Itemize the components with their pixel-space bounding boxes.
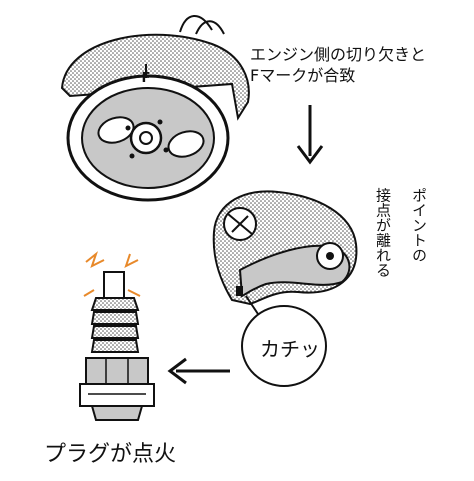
contact-point-caption: ポイントの 接点が離れる: [374, 178, 446, 278]
click-speech-bubble: [241, 295, 327, 387]
arrow-left-icon: [167, 357, 230, 385]
flywheel-caption: エンジン側の切り欠きと Fマークが合致: [250, 45, 427, 85]
contact-point-caption-line2: 接点が離れる: [374, 187, 392, 278]
contact-point-illustration: [212, 190, 358, 306]
flywheel-f-mark: F: [142, 71, 151, 86]
flywheel-illustration: [60, 15, 250, 202]
contact-point-caption-line1: ポイントの: [410, 187, 428, 263]
spark-plug-illustration: [79, 251, 155, 421]
click-sound-text: カチッ: [260, 337, 320, 361]
spark-plug-caption: プラグが点火: [44, 442, 177, 467]
arrow-down-icon: [296, 105, 324, 165]
